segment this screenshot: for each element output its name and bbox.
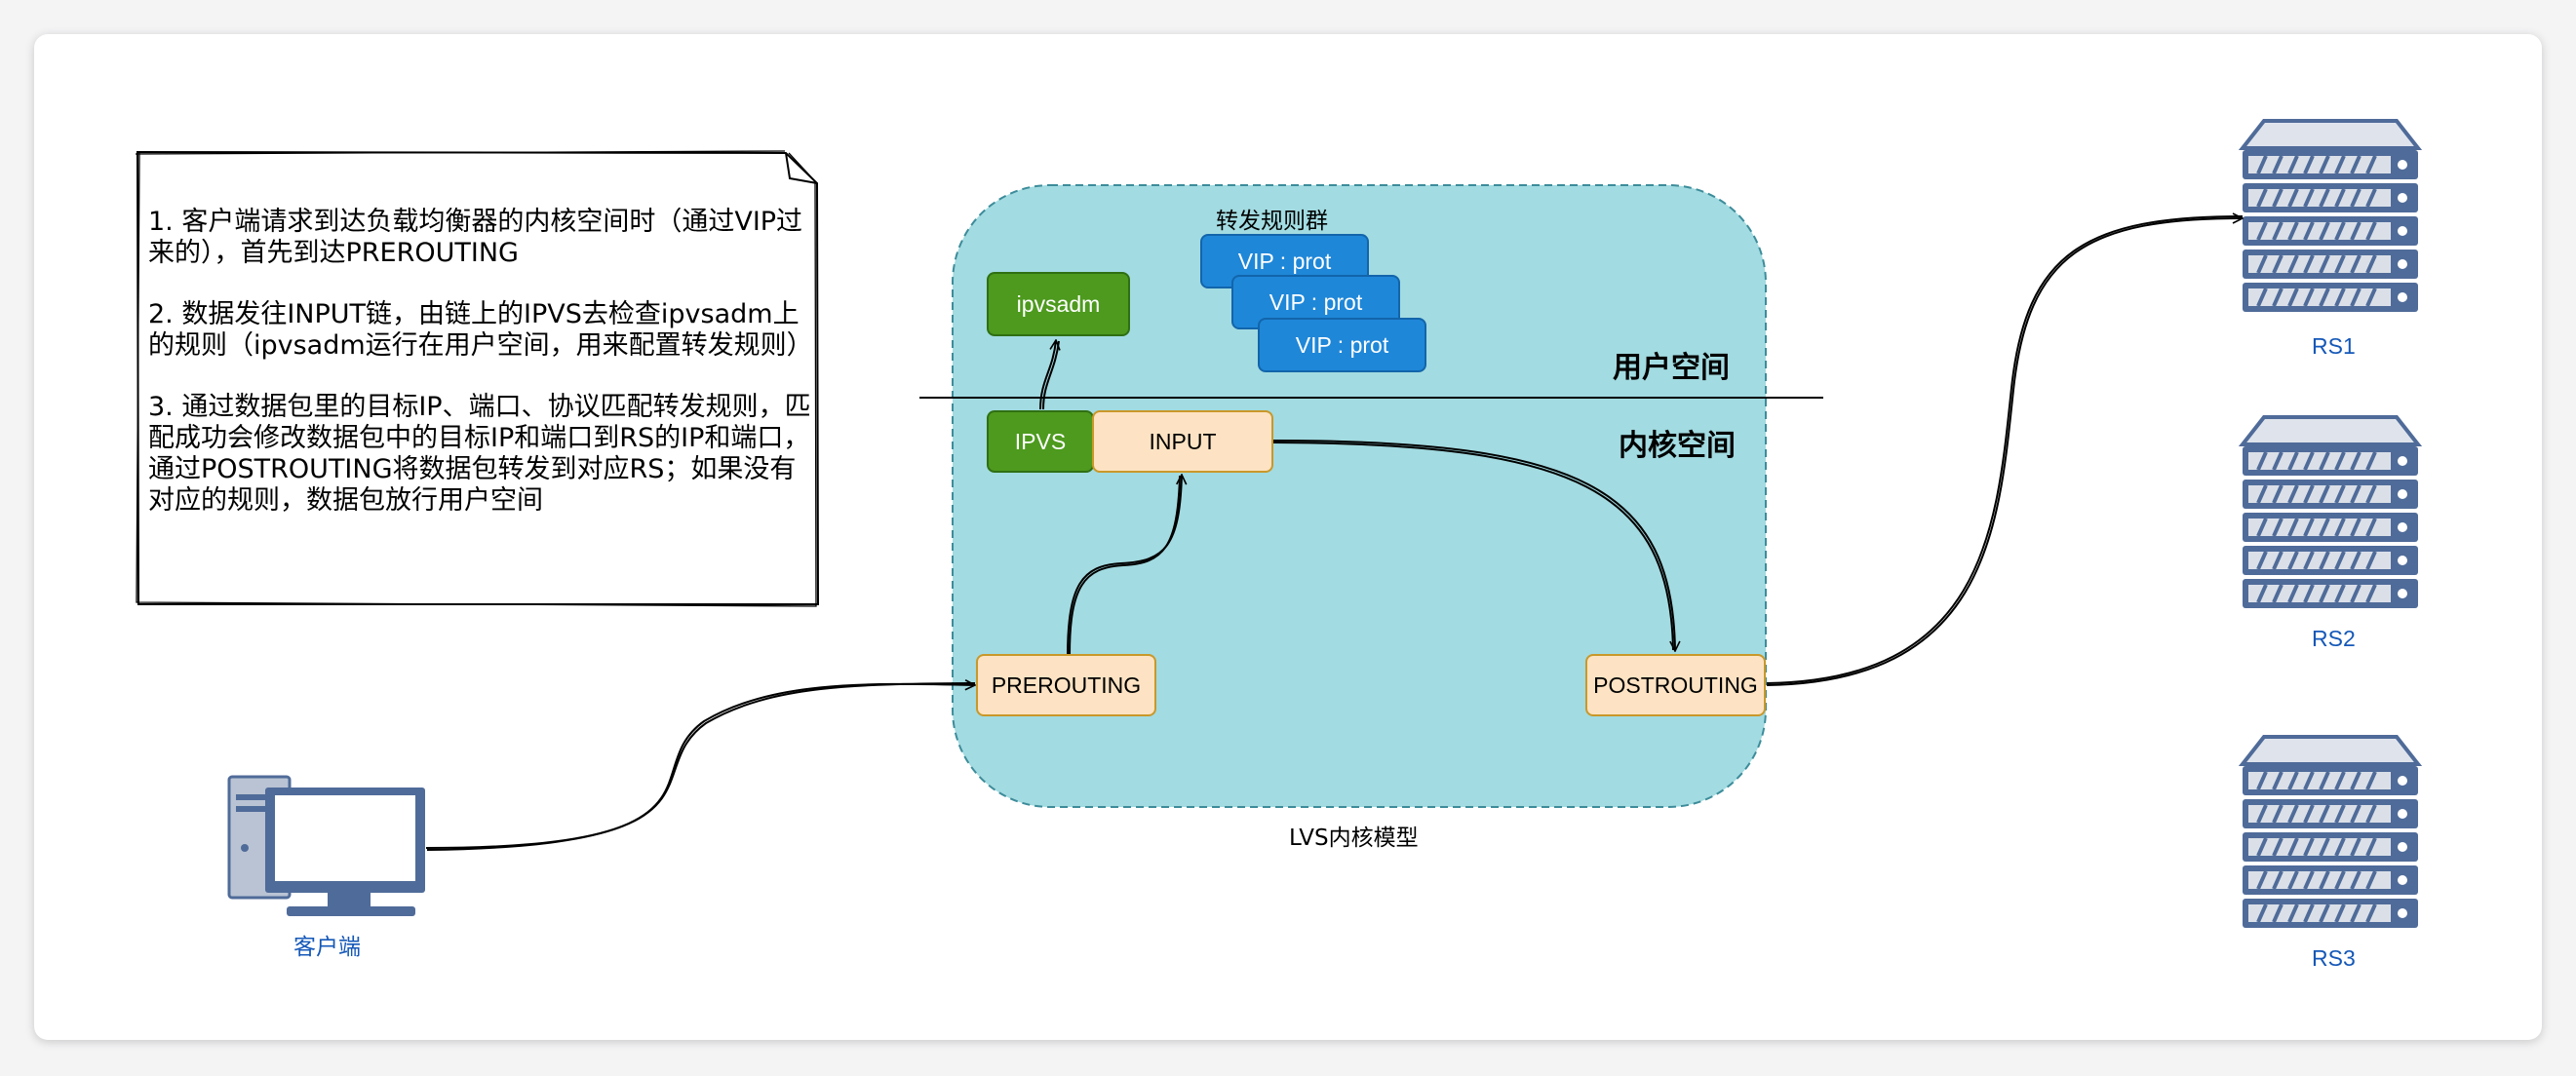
rule-box-3: VIP : prot [1258, 318, 1426, 372]
server-rs2-icon [2241, 415, 2420, 610]
user-space-label: 用户空间 [1613, 351, 1730, 385]
kernel-space-label: 内核空间 [1619, 429, 1736, 463]
input-box: INPUT [1092, 410, 1273, 473]
note-step-2: 2. 数据发往INPUT链，由链上的IPVS去检查ipvsadm上的规则（ipv… [148, 299, 813, 361]
note-text: 1. 客户端请求到达负载均衡器的内核空间时（通过VIP过来的），首先到达PRER… [148, 207, 813, 547]
arrow-input-to-postrouting [1271, 440, 1675, 651]
note-box [135, 150, 820, 607]
note-step-1: 1. 客户端请求到达负载均衡器的内核空间时（通过VIP过来的），首先到达PRER… [148, 207, 803, 268]
arrow-postrouting-to-rs1 [1766, 218, 2243, 686]
lvs-caption: LVS内核模型 [1289, 826, 1419, 851]
prerouting-box: PREROUTING [976, 654, 1156, 716]
rs2-label: RS2 [2312, 626, 2356, 651]
arrow-prerouting-to-input [1067, 475, 1182, 657]
note-step-3: 3. 通过数据包里的目标IP、端口、协议匹配转发规则，匹配成功会修改数据包中的目… [148, 392, 811, 516]
rs3-label: RS3 [2312, 945, 2356, 971]
arrow-ipvs-to-ipvsadm [1039, 340, 1056, 410]
ipvs-box: IPVS [987, 410, 1094, 473]
server-rs3-icon [2241, 735, 2420, 930]
flow-arrows [425, 216, 2243, 851]
server-rs1-icon [2241, 119, 2420, 314]
lvs-region [952, 184, 1767, 808]
arrow-client-to-prerouting [425, 684, 975, 849]
postrouting-box: POSTROUTING [1585, 654, 1766, 716]
client-label: 客户端 [293, 934, 361, 959]
rule-group-title: 转发规则群 [1216, 209, 1328, 234]
rs1-label: RS1 [2312, 333, 2356, 359]
client-computer-icon [227, 775, 425, 916]
ipvsadm-box: ipvsadm [987, 272, 1130, 336]
